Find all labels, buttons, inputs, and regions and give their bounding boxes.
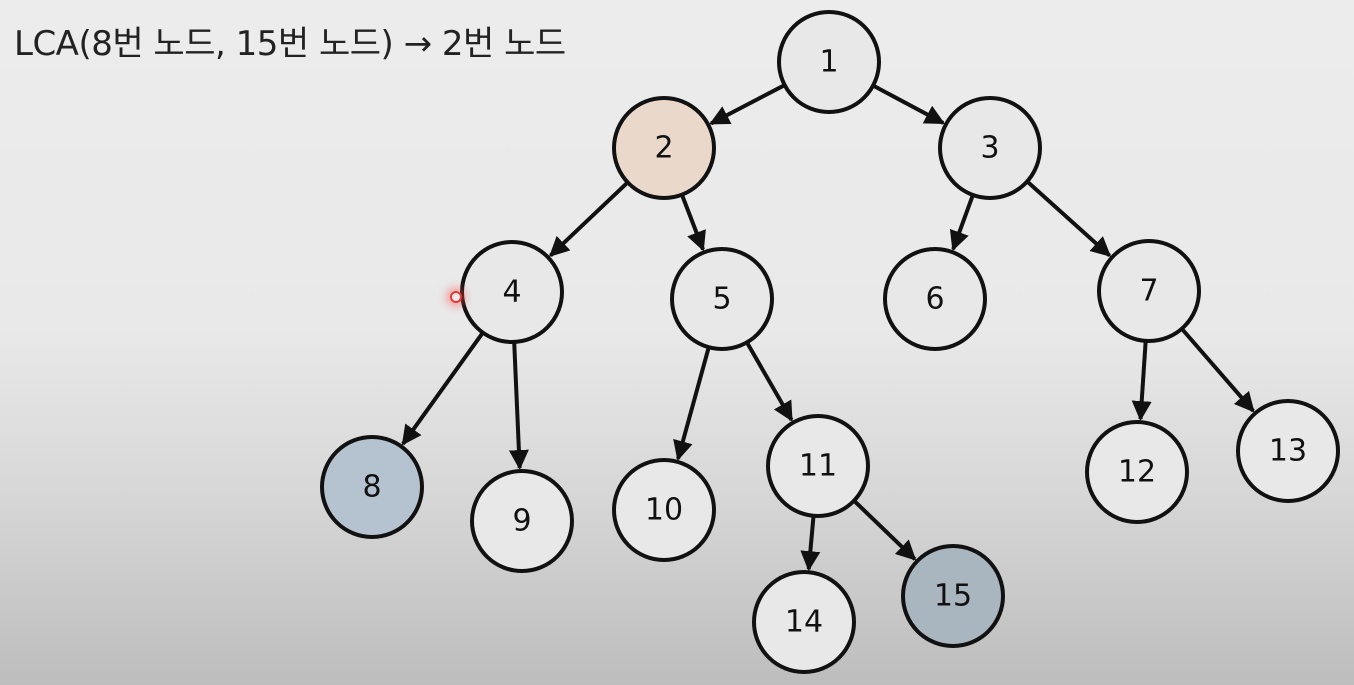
tree-node-9: 9 [470, 469, 574, 573]
tree-node-label-9: 9 [512, 504, 531, 539]
tree-node-circle-5 [670, 247, 774, 351]
tree-node-circle-12 [1085, 420, 1189, 524]
tree-node-circle-11 [766, 414, 870, 518]
tree-node-circle-8 [320, 435, 424, 539]
edge-1-to-2 [709, 83, 785, 126]
tree-node-label-15: 15 [934, 579, 972, 614]
edge-3-to-7 [1026, 180, 1112, 258]
tree-node-circle-14 [752, 570, 856, 674]
tree-node-6: 6 [883, 247, 987, 351]
edge-11-to-14 [800, 516, 821, 572]
tree-node-3: 3 [938, 96, 1042, 200]
tree-node-label-5: 5 [712, 282, 731, 317]
edges-layer [401, 83, 1255, 572]
tree-node-2: 2 [612, 96, 716, 200]
tree-node-circle-10 [612, 458, 716, 562]
tree-node-label-11: 11 [799, 449, 837, 484]
lca-heading: LCA(8번 노드, 15번 노드) → 2번 노드 [14, 24, 566, 64]
edge-2-to-5 [680, 194, 706, 252]
tree-node-label-8: 8 [362, 470, 381, 505]
tree-node-label-7: 7 [1139, 274, 1158, 309]
tree-node-10: 10 [612, 458, 716, 562]
tree-node-circle-4 [460, 240, 564, 344]
tree-node-13: 13 [1236, 399, 1340, 503]
edge-1-to-3 [873, 84, 946, 125]
tree-node-label-6: 6 [925, 282, 944, 317]
edge-2-to-4 [549, 181, 629, 258]
tree-node-12: 12 [1085, 420, 1189, 524]
tree-node-circle-6 [883, 247, 987, 351]
tree-node-15: 15 [901, 544, 1005, 648]
edge-3-to-6 [949, 195, 975, 252]
tree-node-8: 8 [320, 435, 424, 539]
tree-node-label-10: 10 [645, 493, 683, 528]
tree-node-circle-9 [470, 469, 574, 573]
tree-node-label-13: 13 [1269, 434, 1307, 469]
edge-7-to-13 [1180, 328, 1255, 413]
tree-node-7: 7 [1097, 239, 1201, 343]
tree-node-label-3: 3 [980, 131, 999, 166]
edge-5-to-11 [745, 342, 794, 422]
tree-node-circle-1 [777, 10, 881, 114]
edge-4-to-8 [401, 332, 484, 446]
edge-7-to-12 [1131, 341, 1152, 422]
tree-node-circle-15 [901, 544, 1005, 648]
tree-node-label-14: 14 [785, 605, 823, 640]
tree-node-circle-3 [938, 96, 1042, 200]
tree-node-circle-2 [612, 96, 716, 200]
edge-5-to-10 [673, 347, 711, 461]
tree-node-label-1: 1 [819, 45, 838, 80]
tree-node-1: 1 [777, 10, 881, 114]
tree-node-11: 11 [766, 414, 870, 518]
tree-node-label-2: 2 [654, 131, 673, 166]
tree-node-4: 4 [460, 240, 564, 344]
tree-node-circle-13 [1236, 399, 1340, 503]
cursor-pointer-dot [450, 291, 462, 303]
tree-node-circle-7 [1097, 239, 1201, 343]
edge-4-to-9 [508, 342, 529, 471]
tree-node-5: 5 [670, 247, 774, 351]
edge-11-to-15 [853, 499, 917, 561]
tree-node-label-4: 4 [502, 275, 521, 310]
tree-node-14: 14 [752, 570, 856, 674]
tree-node-label-12: 12 [1118, 455, 1156, 490]
